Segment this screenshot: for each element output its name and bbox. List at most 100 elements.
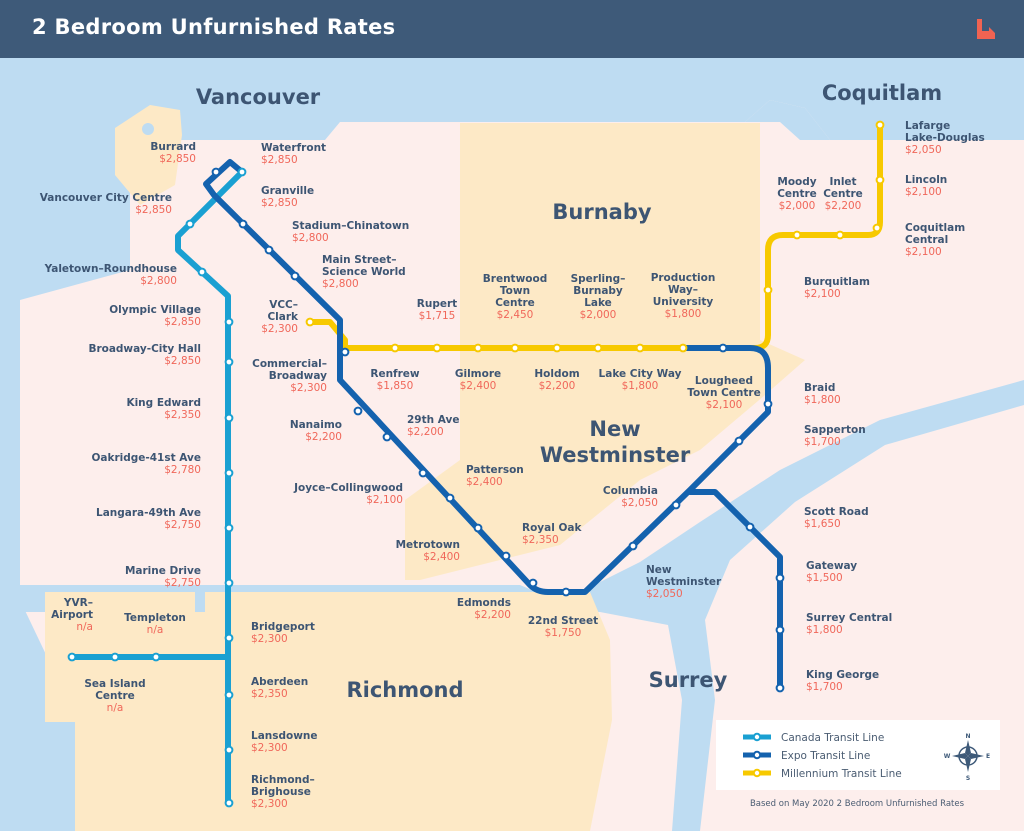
- station: Marine Drive$2,750: [125, 565, 234, 589]
- land-stanley-park: [115, 105, 182, 205]
- station-name: Lincoln: [905, 174, 947, 186]
- station-name: Main Street–: [322, 254, 397, 266]
- station-name: Coquitlam: [905, 222, 965, 234]
- station: King George$1,700: [775, 669, 879, 693]
- station-name: Surrey Central: [806, 612, 892, 624]
- station-price: $2,100: [706, 399, 743, 411]
- station: King Edward$2,350: [126, 397, 234, 423]
- station-name: YVR–: [63, 597, 93, 609]
- station-name: Renfrew: [370, 368, 420, 380]
- station-price: $2,200: [539, 380, 576, 392]
- station-name: Sperling–: [571, 273, 626, 285]
- station-name: Holdom: [534, 368, 579, 380]
- station-name: Town Centre: [687, 387, 760, 399]
- station-dot: [224, 357, 234, 367]
- legend-dot: [752, 750, 762, 760]
- transit-map: Vancouver Coquitlam Burnaby New Westmins…: [0, 58, 1024, 831]
- station-price: $2,100: [804, 288, 841, 300]
- station-name: Granville: [261, 185, 314, 197]
- station-price: $2,100: [366, 494, 403, 506]
- station-price: $2,350: [164, 409, 201, 421]
- station-price: $2,400: [460, 380, 497, 392]
- station-name: Lake-Douglas: [905, 132, 985, 144]
- station-price: $2,450: [497, 309, 534, 321]
- map-background: [0, 58, 1024, 831]
- station-dot: [237, 167, 247, 177]
- station: Edmonds$2,200: [457, 578, 538, 621]
- station-dot: [110, 652, 120, 662]
- station-dot: [211, 167, 221, 177]
- legend-item-expo: Expo Transit Line: [743, 750, 870, 762]
- station: Metrotown$2,400: [396, 523, 483, 563]
- station-name: Langara-49th Ave: [96, 507, 201, 519]
- station-name: Centre: [95, 690, 135, 702]
- compass-rose-icon: N S E W: [944, 733, 990, 782]
- station-dot: [872, 223, 882, 233]
- station-name: Westminster: [646, 576, 722, 588]
- station-name: King Edward: [126, 397, 201, 409]
- station-dot: [224, 798, 234, 808]
- station-name: Braid: [804, 382, 835, 394]
- station-name: Commercial–: [252, 358, 327, 370]
- station-dot: [224, 633, 234, 643]
- station-name: Richmond–: [251, 774, 315, 786]
- station-dot: [510, 343, 520, 353]
- station-name: Edmonds: [457, 597, 511, 609]
- station-dot: [835, 230, 845, 240]
- station: Gilmore$2,400: [455, 343, 501, 392]
- station-dot: [224, 413, 234, 423]
- station: VCC–Clark$2,300: [261, 299, 315, 335]
- station-name: Centre: [823, 188, 863, 200]
- station: Rupert$1,715: [417, 298, 457, 353]
- station-dot: [875, 175, 885, 185]
- station-name: Production: [651, 272, 716, 284]
- station-price: $1,800: [665, 308, 702, 320]
- station-dot: [197, 267, 207, 277]
- station-price: $2,780: [164, 464, 201, 476]
- station-dot: [473, 343, 483, 353]
- station: Joyce–Collingwood$2,100: [293, 468, 428, 506]
- station-name: Bridgeport: [251, 621, 315, 633]
- station-price: $2,400: [423, 551, 460, 563]
- station: Richmond–Brighouse$2,300: [224, 774, 315, 810]
- station-name: Lafarge: [905, 120, 950, 132]
- station-price: $1,715: [419, 310, 456, 322]
- station-dot: [678, 343, 688, 353]
- station: 22nd Street$1,750: [528, 587, 598, 639]
- station-dot: [382, 432, 392, 442]
- station-price: $2,300: [251, 633, 288, 645]
- station: Aberdeen$2,350: [224, 676, 308, 700]
- station: Yaletown–Roundhouse$2,800: [44, 263, 207, 287]
- station-dot: [432, 343, 442, 353]
- station-name: Templeton: [124, 612, 186, 624]
- station: Bridgeport$2,300: [224, 621, 315, 645]
- station-name: Olympic Village: [109, 304, 201, 316]
- station-name: 29th Ave: [407, 414, 459, 426]
- compass-s: S: [966, 775, 970, 782]
- station-dot: [305, 317, 315, 327]
- station-dot: [501, 551, 511, 561]
- station-price: $2,850: [159, 153, 196, 165]
- station: Main Street–Science World$2,800: [290, 254, 406, 290]
- station-name: Clark: [267, 311, 299, 323]
- station: Columbia$2,050: [603, 485, 681, 510]
- station: Vancouver City Centre$2,850: [40, 192, 195, 229]
- station-price: $2,750: [164, 577, 201, 589]
- station-price: $2,050: [621, 497, 658, 509]
- station-price: $2,000: [779, 200, 816, 212]
- region-vancouver: Vancouver: [196, 85, 321, 109]
- station: Nanaimo$2,200: [290, 406, 363, 443]
- station-price: $2,850: [164, 355, 201, 367]
- station-price: $2,100: [905, 186, 942, 198]
- station-name: Waterfront: [261, 142, 326, 154]
- station-name: Brentwood: [483, 273, 547, 285]
- station-name: Lake: [584, 297, 612, 309]
- station-dot: [224, 578, 234, 588]
- station: Burquitlam$2,100: [763, 276, 870, 300]
